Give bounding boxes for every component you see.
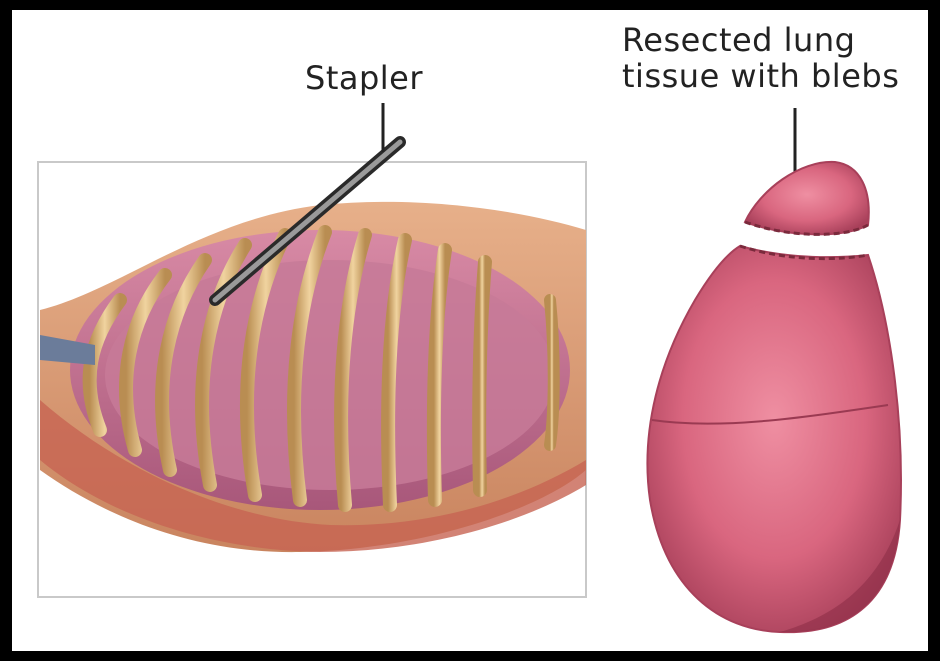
stapler-label: Stapler: [305, 60, 423, 96]
resected-lung-label: Resected lung tissue with blebs: [622, 22, 922, 94]
resected-lung: [647, 162, 901, 632]
resected-label-line-1: Resected lung: [622, 22, 922, 58]
lung-body: [647, 246, 901, 632]
resected-label-line-2: tissue with blebs: [622, 58, 922, 94]
chest-panel: [38, 142, 586, 597]
resected-tissue: [745, 162, 869, 234]
